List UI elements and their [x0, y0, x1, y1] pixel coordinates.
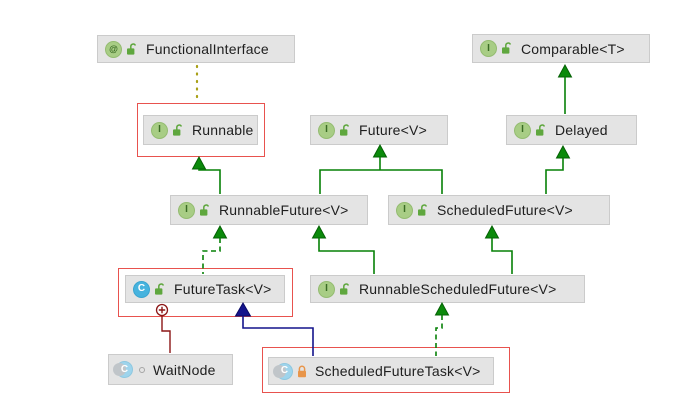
arrowhead-extends-runnable	[191, 155, 207, 170]
node-waitnode[interactable]: C WaitNode	[108, 354, 233, 385]
node-label: Runnable	[192, 122, 254, 138]
node-label: ScheduledFuture<V>	[437, 202, 573, 218]
node-futuretask[interactable]: C FutureTask<V>	[125, 275, 285, 303]
interface-icon: I	[151, 121, 168, 139]
node-scheduledfuturetask[interactable]: C ScheduledFutureTask<V>	[268, 357, 494, 385]
interface-icon: I	[318, 280, 335, 298]
node-delayed[interactable]: I Delayed	[506, 115, 637, 145]
arrowhead-extends-future	[372, 143, 388, 158]
arrowhead-extends-delayed	[555, 144, 571, 159]
node-label: RunnableFuture<V>	[219, 202, 349, 218]
node-future[interactable]: I Future<V>	[310, 115, 448, 145]
node-label: ScheduledFutureTask<V>	[315, 363, 481, 379]
class-icon: C	[133, 280, 150, 298]
interface-icon: I	[514, 121, 531, 139]
lock-closed-icon	[297, 365, 307, 378]
node-label: Delayed	[555, 122, 608, 138]
node-label: Future<V>	[359, 122, 427, 138]
node-label: Comparable<T>	[521, 40, 625, 57]
arrowhead-extends-runnablefuture	[311, 224, 327, 239]
nested-class-icon: C	[113, 361, 133, 378]
edge-scheduledfuture-extends-delayed	[545, 158, 564, 194]
node-label: RunnableScheduledFuture<V>	[359, 281, 557, 297]
edge-branch-to-future	[319, 169, 443, 194]
edge-runnablefuture-extends-runnable	[198, 169, 221, 194]
lock-open-icon	[501, 42, 513, 55]
lock-open-icon	[535, 123, 547, 137]
interface-icon: I	[396, 201, 413, 219]
edge-futuretask-inner-waitnode	[161, 315, 171, 353]
node-label: WaitNode	[153, 361, 216, 378]
arrowhead-extends-comparable	[557, 63, 573, 78]
lock-open-icon	[339, 282, 351, 296]
selection-frame-scheduledfuturetask	[262, 347, 510, 393]
edge-rsf-extends-scheduledfuture	[491, 238, 513, 274]
lock-open-icon	[199, 203, 211, 217]
interface-icon: I	[178, 201, 195, 219]
node-label: FunctionalInterface	[146, 41, 269, 57]
edge-rsf-extends-runnablefuture	[318, 238, 375, 274]
package-private-icon	[139, 366, 145, 373]
interface-icon: I	[318, 121, 335, 139]
lock-open-icon	[154, 282, 166, 296]
node-runnablefuture[interactable]: I RunnableFuture<V>	[170, 195, 368, 225]
node-comparable[interactable]: I Comparable<T>	[472, 34, 650, 63]
node-functionalinterface[interactable]: @ FunctionalInterface	[97, 35, 295, 63]
node-label: FutureTask<V>	[174, 281, 272, 297]
arrowhead-implements-runnablefuture	[212, 224, 228, 239]
node-runnablescheduledfuture[interactable]: I RunnableScheduledFuture<V>	[310, 275, 585, 303]
lock-open-icon	[417, 203, 429, 217]
nested-class-icon: C	[273, 362, 293, 380]
lock-open-icon	[172, 123, 184, 137]
arrowhead-extends-scheduledfuture	[484, 224, 500, 239]
lock-open-icon	[339, 123, 351, 137]
interface-icon: I	[480, 40, 497, 57]
node-scheduledfuture[interactable]: I ScheduledFuture<V>	[388, 195, 610, 225]
arrowhead-implements-rsf	[434, 301, 450, 316]
node-runnable[interactable]: I Runnable	[143, 115, 258, 145]
annotation-icon: @	[105, 40, 122, 58]
lock-open-icon	[126, 42, 138, 56]
